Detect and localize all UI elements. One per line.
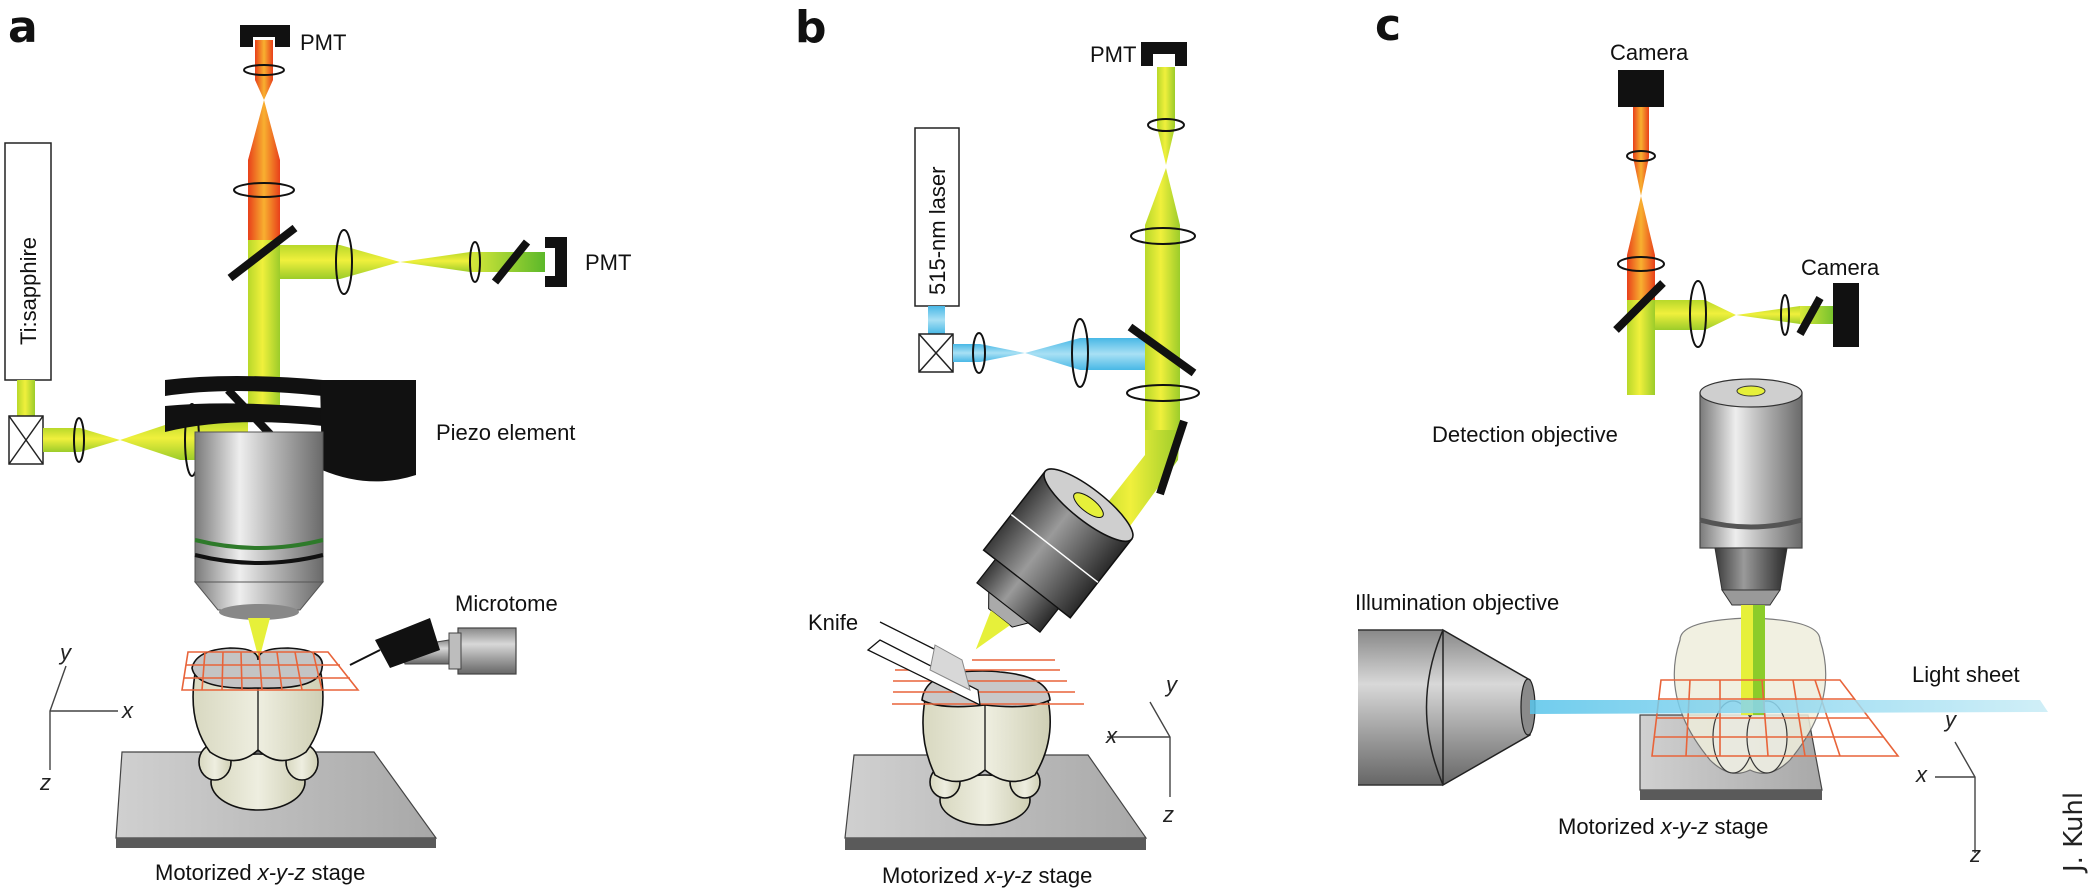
- side-emission-a: PMT: [280, 229, 631, 295]
- lens: [1147, 118, 1185, 132]
- knife: Knife: [808, 610, 981, 707]
- lens: [243, 64, 285, 76]
- lens: [469, 241, 481, 283]
- detection-objective-c: Detection objective: [1432, 378, 1803, 606]
- axes-b: y x z: [1105, 672, 1179, 827]
- sample-stage-c: [1639, 605, 1900, 800]
- lens: [1130, 227, 1196, 245]
- illumination-objective-c: Illumination objective: [1355, 590, 1559, 787]
- filter: [1796, 296, 1824, 336]
- camera-icon: [1833, 283, 1859, 347]
- pmt-top-label: PMT: [300, 30, 346, 55]
- panel-letter-c: c: [1375, 0, 1401, 51]
- lens: [233, 182, 295, 198]
- camera-icon: [1618, 70, 1664, 107]
- panel-letter-a: a: [8, 2, 38, 53]
- axis-z-label: z: [1969, 842, 1981, 867]
- pmt-side-label: PMT: [585, 250, 631, 275]
- side-emission-c: Camera: [1655, 255, 1880, 348]
- dichroic-mirror: [1127, 323, 1197, 377]
- axis-x-label: x: [1105, 723, 1118, 748]
- camera-side-label: Camera: [1801, 255, 1880, 280]
- pmt-detector-icon: [1141, 42, 1187, 66]
- panel-a: a Ti:sapphire PMT: [4, 2, 631, 885]
- lens: [1780, 294, 1790, 336]
- objective-b: [975, 468, 1134, 650]
- imaging-grid: [181, 651, 360, 691]
- vertical-beam-b: [1090, 67, 1200, 540]
- dichroic-mirror: [1613, 280, 1666, 333]
- lens: [73, 417, 85, 463]
- panel-letter-b: b: [795, 2, 827, 53]
- sample-stage-a: [115, 647, 438, 848]
- light-sheet-label: Light sheet: [1912, 662, 2020, 687]
- red-emission-beam: [248, 160, 280, 240]
- stage-label: Motorized x-y-z stage: [1558, 814, 1768, 839]
- microtome-label: Microtome: [455, 591, 558, 616]
- detection-beam: [1741, 605, 1753, 715]
- dichroic-mirror: [227, 224, 298, 282]
- illumination-objective-label: Illumination objective: [1355, 590, 1559, 615]
- vertical-beam-c: [1613, 107, 1666, 395]
- lens: [1617, 256, 1665, 272]
- focus-cone: [248, 618, 270, 660]
- blue-beam-b: [953, 318, 1145, 388]
- axis-z-label: z: [1162, 802, 1174, 827]
- lens: [972, 332, 986, 374]
- lens: [1626, 150, 1656, 162]
- light-sheet: [1530, 700, 2048, 714]
- piezo-label: Piezo element: [436, 420, 575, 445]
- pmt-top-a: PMT: [240, 25, 346, 55]
- lens: [1126, 384, 1200, 402]
- panel-b: b 515-nm laser P: [795, 2, 1200, 888]
- axes-c: y x z: [1915, 707, 1981, 867]
- axis-x-label: x: [1915, 762, 1928, 787]
- lens: [1689, 280, 1707, 348]
- imaging-grid: [1651, 679, 1900, 757]
- axis-x-label: x: [121, 698, 134, 723]
- microtome-a: Microtome: [349, 591, 558, 675]
- vertical-beam: [248, 240, 280, 420]
- detection-objective-label: Detection objective: [1432, 422, 1618, 447]
- mirror: [1156, 419, 1188, 496]
- pmt-detector-icon: [545, 237, 567, 287]
- pmt-top-label: PMT: [1090, 42, 1136, 67]
- panel-c: c Camera Camera: [1355, 0, 2089, 874]
- brain-sample: [191, 647, 324, 811]
- stage-label: Motorized x-y-z stage: [882, 863, 1092, 888]
- filter: [491, 239, 531, 285]
- sample-stage-b: Knife: [808, 610, 1148, 850]
- beam-segment: [17, 380, 35, 416]
- objective-a: Piezo element: [165, 376, 575, 620]
- laser-label: Ti:sapphire: [16, 237, 41, 345]
- piezo-element: [320, 380, 416, 482]
- axis-y-label: y: [1943, 707, 1958, 732]
- axis-z-label: z: [39, 770, 51, 795]
- laser-source-b: 515-nm laser: [914, 127, 960, 373]
- laser-box: [4, 142, 52, 381]
- laser-box: [914, 127, 960, 307]
- axes-a: y x z: [39, 640, 134, 795]
- camera-top-c: Camera: [1610, 40, 1689, 107]
- knife-label: Knife: [808, 610, 858, 635]
- lens: [335, 229, 353, 295]
- lens: [1071, 318, 1089, 388]
- stage-label: Motorized x-y-z stage: [155, 860, 365, 885]
- laser-source-a: Ti:sapphire: [4, 142, 52, 465]
- laser-label: 515-nm laser: [925, 167, 950, 295]
- illustrator-credit: J. Kuhl: [2059, 792, 2089, 874]
- camera-top-label: Camera: [1610, 40, 1689, 65]
- pmt-top-b: PMT: [1090, 42, 1187, 67]
- axis-y-label: y: [1164, 672, 1179, 697]
- pmt-detector-icon: [240, 25, 290, 47]
- axis-y-label: y: [58, 640, 73, 665]
